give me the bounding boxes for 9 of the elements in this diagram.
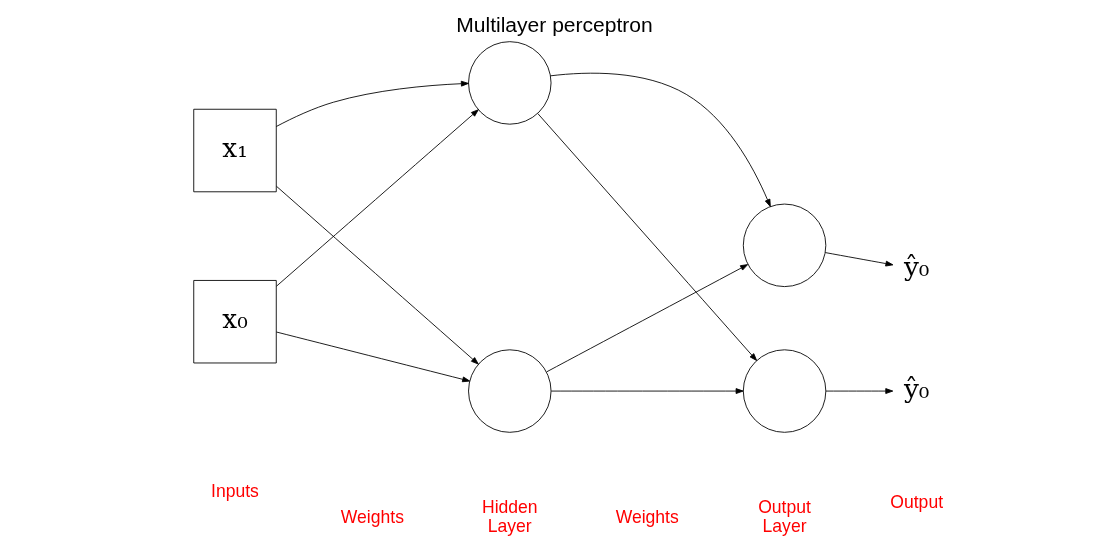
label: Weights xyxy=(340,506,404,527)
label: Output xyxy=(890,491,944,512)
label: Output Layer xyxy=(758,497,811,537)
label: Inputs xyxy=(211,481,259,502)
node-text: ŷ₀ xyxy=(903,251,930,282)
label: Weights xyxy=(615,506,679,527)
label: Hidden Layer xyxy=(481,497,538,537)
node-text: ŷ₀ xyxy=(903,373,930,404)
diagram-title: Multilayer perceptron xyxy=(456,13,653,37)
